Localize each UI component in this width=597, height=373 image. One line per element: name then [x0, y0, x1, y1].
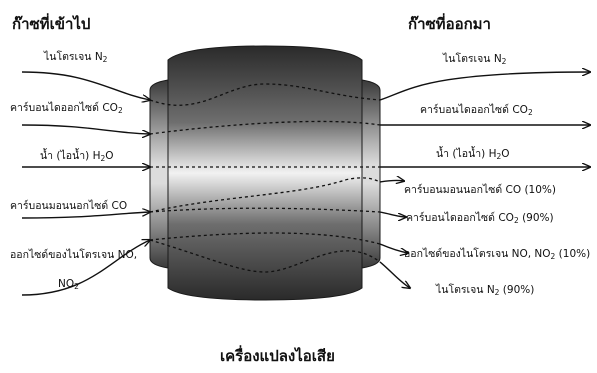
- converter-right-cap: [361, 79, 381, 269]
- device-caption: เครื่องแปลงไอเสีย: [220, 347, 335, 365]
- internal-path-nox-b: [149, 239, 381, 273]
- converter-body: [167, 45, 363, 301]
- output-arrow-n2: [379, 72, 590, 101]
- output-label-n2-90: ไนโตรเจน N2 (90%): [436, 284, 535, 297]
- output-arrow-nox-10: [379, 243, 408, 253]
- input-arrow-n2: [21, 71, 150, 100]
- output-arrow-co2-90: [379, 211, 406, 217]
- input-label-co2: คาร์บอนไดออกไซด์ CO2: [10, 102, 123, 115]
- output-label-nox-10: ออกไซด์ของไนโตรเจน NO, NO2 (10%): [404, 248, 591, 261]
- input-label-co: คาร์บอนมอนนอกไซด์ CO: [10, 200, 128, 212]
- internal-flows: [149, 83, 381, 273]
- internal-path-co-a: [149, 177, 381, 213]
- output-label-h2o: น้ำ (ไอน้ำ) H2O: [436, 148, 510, 161]
- output-label-co2: คาร์บอนไดออกไซด์ CO2: [420, 104, 533, 117]
- input-arrow-co2: [21, 124, 150, 134]
- input-label-no2: NO2: [58, 278, 79, 291]
- input-label-h2o: น้ำ (ไอน้ำ) H2O: [40, 150, 114, 163]
- internal-path-nox-a: [149, 232, 381, 245]
- internal-path-co2: [149, 120, 381, 135]
- output-label-n2: ไนโตรเจน N2: [443, 53, 507, 66]
- input-label-no: ออกไซด์ของไนโตรเจน NO,: [10, 249, 138, 261]
- output-arrow-co-10: [379, 180, 404, 182]
- output-label-co-10: คาร์บอนมอนนอกไซด์ CO (10%): [404, 184, 556, 196]
- output-label-co2-90: คาร์บอนไดออกไซด์ CO2 (90%): [406, 212, 554, 225]
- output-arrow-n2-90: [379, 261, 410, 288]
- input-header: ก๊าซที่เข้าไป: [12, 15, 91, 33]
- converter-left-cap: [149, 79, 169, 269]
- input-flows: [21, 71, 150, 296]
- output-flows: [379, 72, 590, 288]
- output-header: ก๊าซที่ออกมา: [408, 15, 491, 33]
- input-label-n2: ไนโตรเจน N2: [44, 51, 108, 64]
- internal-path-n2: [149, 83, 381, 106]
- input-arrow-nox: [21, 240, 150, 296]
- input-arrow-co: [21, 212, 150, 219]
